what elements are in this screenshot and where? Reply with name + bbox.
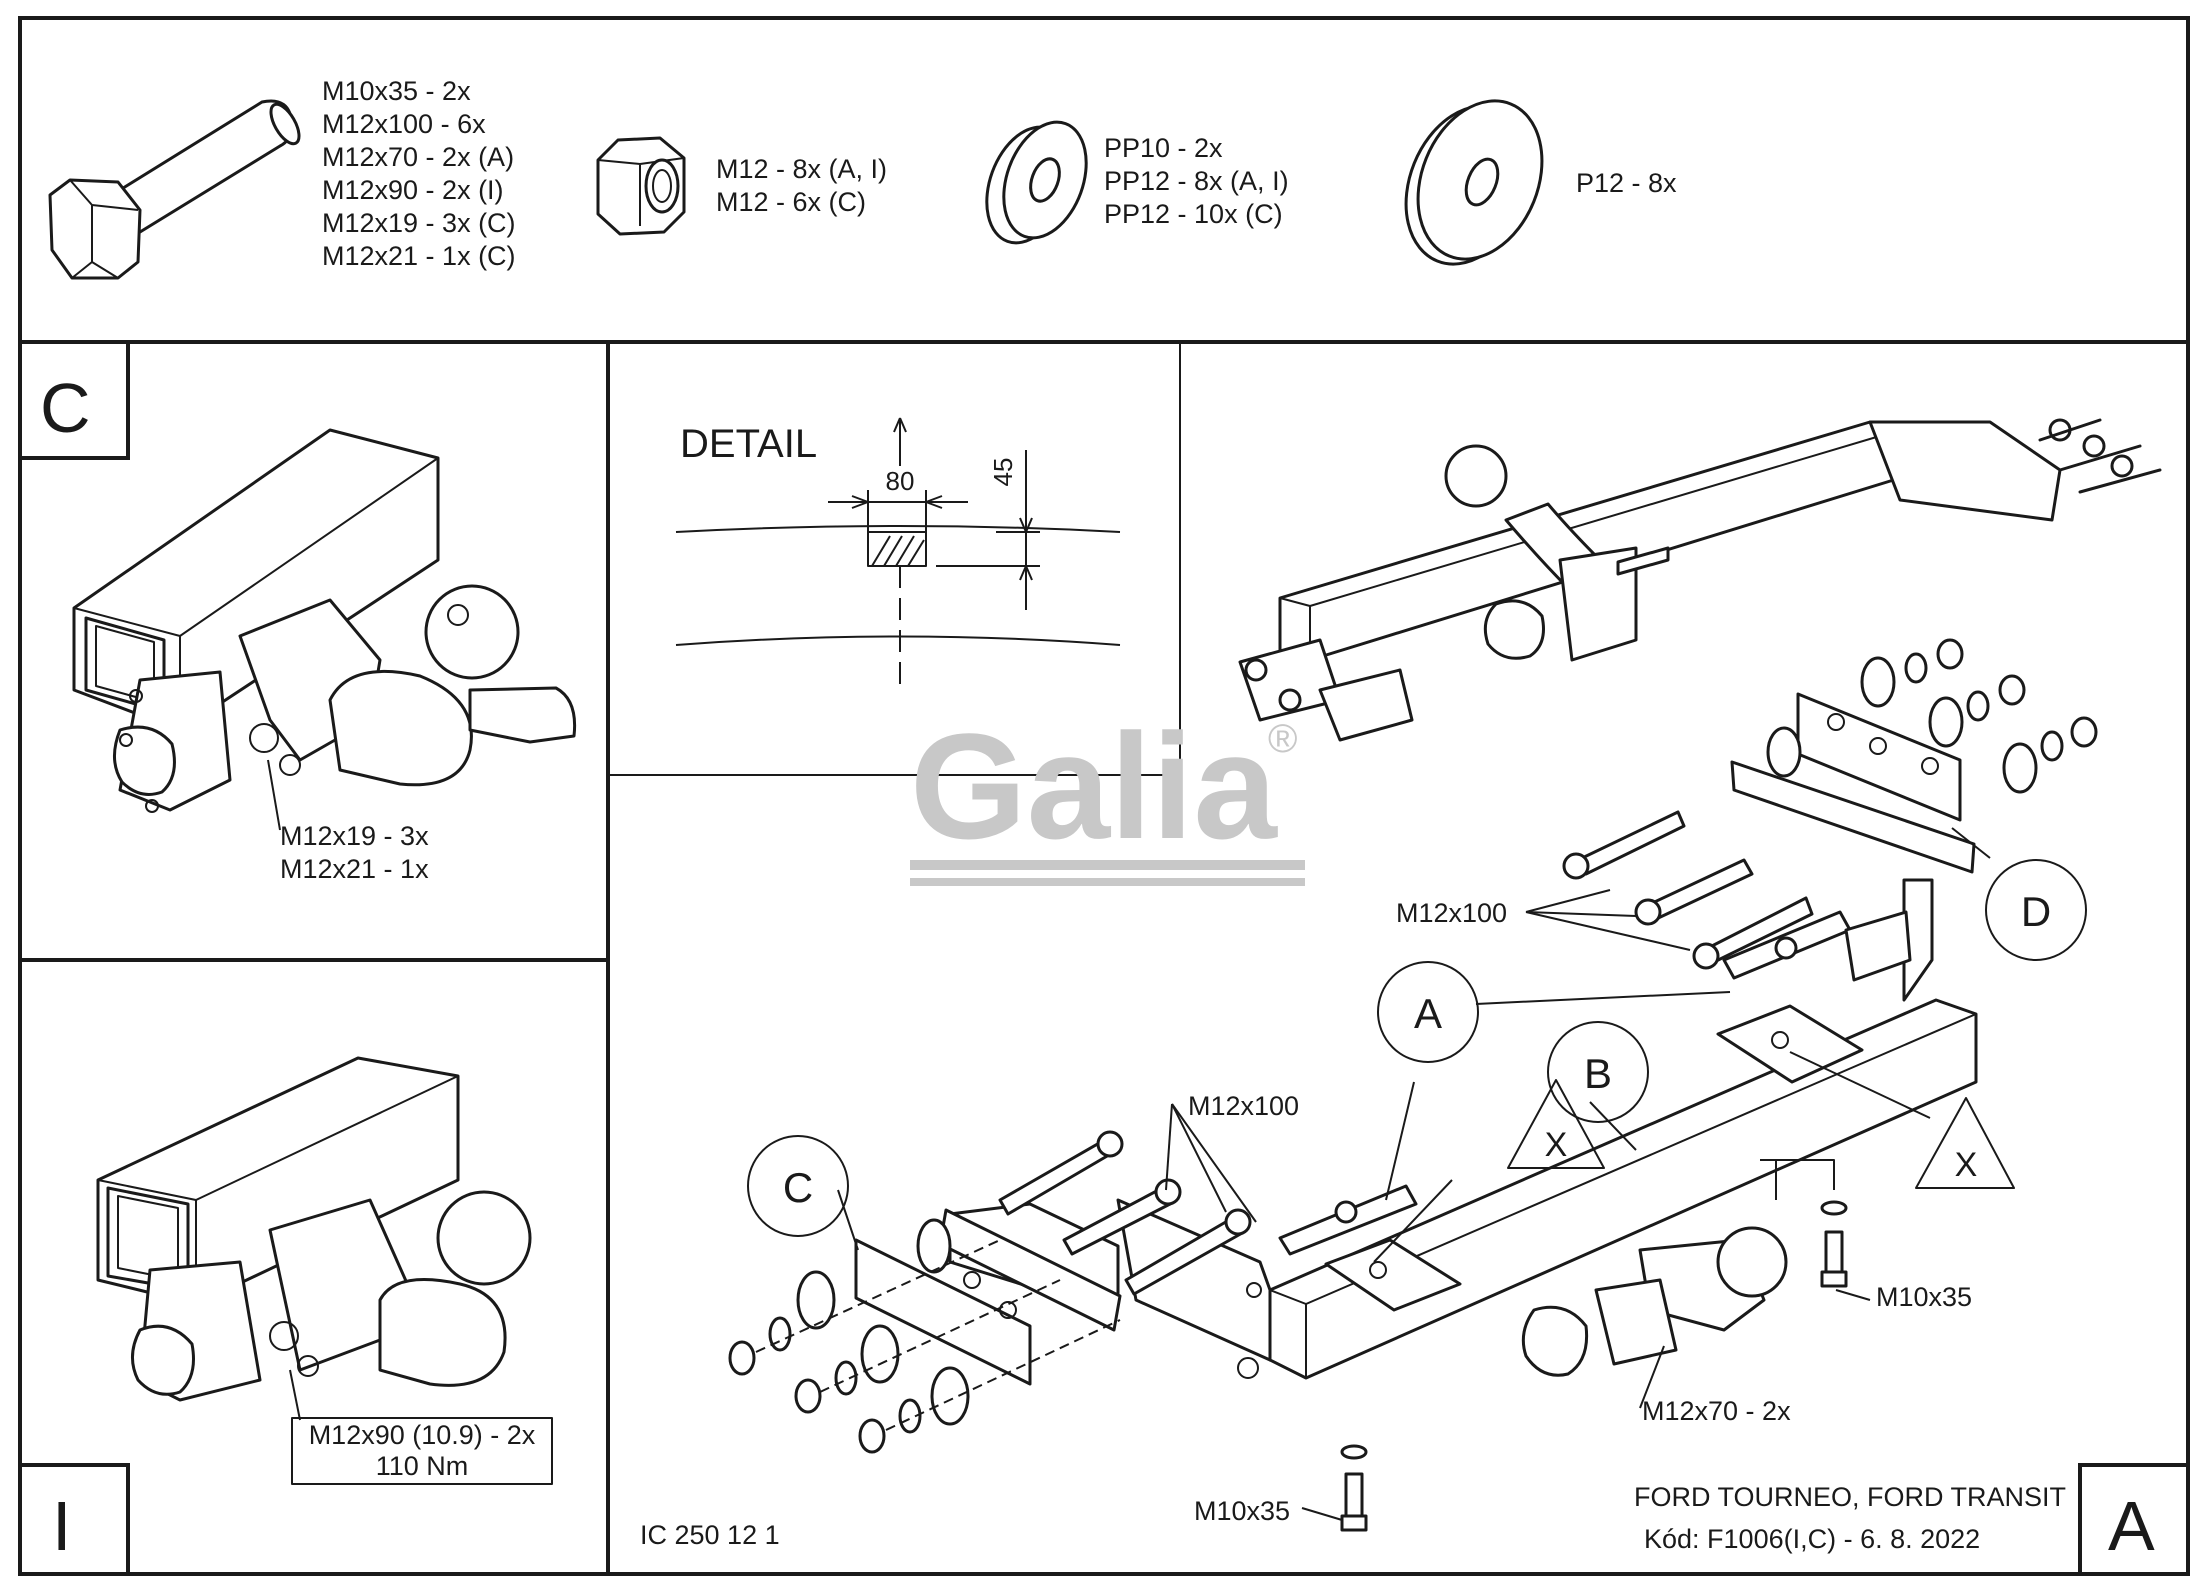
drawing-frame bbox=[18, 16, 2190, 1576]
galia-watermark-logo: Galia ® bbox=[910, 702, 1305, 886]
washer-entry: PP10 - 2x bbox=[1104, 133, 1223, 163]
bolt-entry: M12x70 - 2x (A) bbox=[322, 142, 514, 172]
assembled-towbar-illustration bbox=[1238, 418, 2162, 742]
detail-view: DETAIL 80 45 bbox=[675, 417, 1121, 690]
right-washers-nuts bbox=[1766, 638, 2098, 794]
bolt-entry: M12x19 - 3x (C) bbox=[322, 208, 516, 238]
callout-c-circle bbox=[747, 1135, 849, 1237]
plate-washer-icon bbox=[1404, 99, 1544, 266]
detail-height-dimension: 45 bbox=[988, 458, 1018, 487]
washer-entry: PP12 - 8x (A, I) bbox=[1104, 166, 1289, 196]
washer-entry: PP12 - 10x (C) bbox=[1104, 199, 1283, 229]
towball-lower-illustration bbox=[1521, 1159, 1835, 1377]
bolt-entry: M10x35 - 2x bbox=[322, 76, 471, 106]
watermark-brand: Galia bbox=[910, 702, 1278, 870]
main-assembly: A B C D X X M12x100 M12x100 M10x35 M10x3… bbox=[728, 418, 2162, 1532]
leader-lines bbox=[837, 827, 1991, 1521]
vehicle-name: FORD TOURNEO, FORD TRANSIT bbox=[1634, 1482, 2066, 1512]
m10-bolts bbox=[1340, 1200, 1848, 1532]
panel-i-towball-illustration bbox=[96, 1056, 532, 1402]
panel-c-towball-illustration bbox=[72, 428, 577, 813]
callout-b-circle bbox=[1547, 1021, 1649, 1123]
m10-label-bottom: M10x35 bbox=[1194, 1496, 1290, 1526]
clamp-plates bbox=[1278, 910, 1912, 1312]
bolt-label-lower: M12x100 bbox=[1188, 1091, 1299, 1121]
bolt-list: M10x35 - 2x M12x100 - 6x M12x70 - 2x (A)… bbox=[322, 76, 516, 271]
hex-nut-icon bbox=[596, 136, 686, 236]
bolt-label-upper: M12x100 bbox=[1396, 898, 1507, 928]
detail-width-dimension: 80 bbox=[886, 466, 915, 496]
callout-d-circle bbox=[1985, 859, 2087, 961]
callouts: A B C D X X bbox=[747, 859, 2087, 1237]
hardware-legend: M10x35 - 2x M12x100 - 6x M12x70 - 2x (A)… bbox=[48, 76, 1677, 280]
panel-i-torque-label: 110 Nm bbox=[376, 1451, 469, 1481]
title-block: IC 250 12 1 FORD TOURNEO, FORD TRANSIT K… bbox=[640, 1482, 2155, 1565]
kod-date: Kód: F1006(I,C) - 6. 8. 2022 bbox=[1644, 1524, 1980, 1554]
callout-a: A bbox=[1414, 990, 1442, 1037]
callout-x-triangle bbox=[1507, 1079, 1605, 1169]
callout-d: D bbox=[2021, 888, 2051, 935]
left-washers-nuts bbox=[728, 1218, 1121, 1454]
washer-icon bbox=[985, 120, 1088, 245]
lower-bolt-set bbox=[998, 1130, 1252, 1296]
panel-i-letter: I bbox=[52, 1487, 71, 1565]
nut-entry: M12 - 6x (C) bbox=[716, 187, 866, 217]
panel-i-bolt-label: M12x90 (10.9) - 2x bbox=[309, 1420, 536, 1450]
nut-entry: M12 - 8x (A, I) bbox=[716, 154, 887, 184]
bolt-entry: M12x90 - 2x (I) bbox=[322, 175, 504, 205]
detail-title: DETAIL bbox=[680, 422, 817, 466]
plate-entry: P12 - 8x bbox=[1576, 168, 1677, 198]
callout-x: X bbox=[1955, 1146, 1978, 1184]
drawing-code: IC 250 12 1 bbox=[640, 1520, 780, 1550]
panel-c-bolt-label: M12x19 - 3x bbox=[280, 821, 429, 851]
callout-a-circle bbox=[1377, 961, 1479, 1063]
right-side-bracket bbox=[1730, 692, 1976, 874]
hex-bolt-icon bbox=[48, 99, 301, 280]
bolt-entry: M12x100 - 6x bbox=[322, 109, 486, 139]
watermark-registered: ® bbox=[1268, 717, 1297, 761]
callout-x: X bbox=[1545, 1126, 1568, 1164]
callout-c: C bbox=[783, 1164, 813, 1211]
variant-letter: A bbox=[2108, 1487, 2155, 1565]
panel-c-bolt-label: M12x21 - 1x bbox=[280, 854, 429, 884]
callout-b: B bbox=[1584, 1050, 1612, 1097]
panel-c-letter: C bbox=[40, 369, 91, 447]
bolt-entry: M12x21 - 1x (C) bbox=[322, 241, 516, 271]
upper-bolt-set bbox=[1562, 810, 1814, 970]
panel-i: I M12x90 (10.9) - 2x 110 Nm bbox=[52, 1056, 553, 1565]
m10-label-right: M10x35 bbox=[1876, 1282, 1972, 1312]
callout-x-triangle bbox=[1915, 1097, 2015, 1189]
m12x70-label: M12x70 - 2x bbox=[1642, 1396, 1791, 1426]
panel-c: C M12x19 - 3x M12x21 - 1x bbox=[40, 369, 577, 884]
